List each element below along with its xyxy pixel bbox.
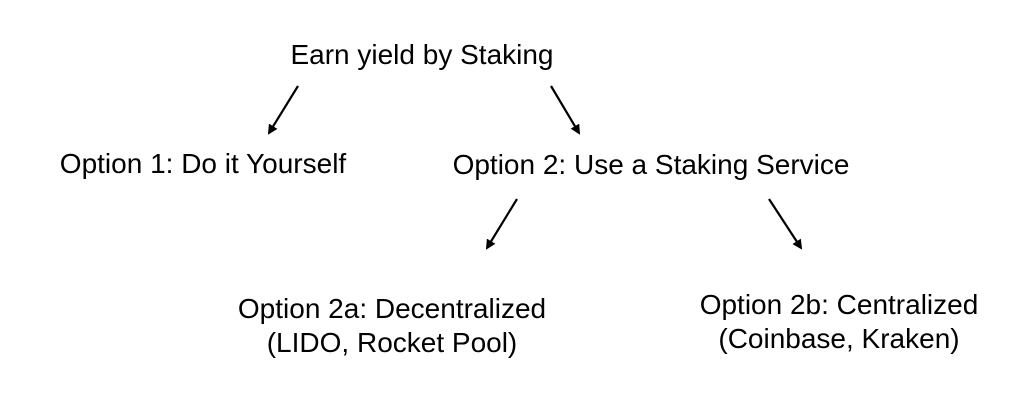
arrow-root-to-option-2: [550, 85, 581, 135]
root-node: Earn yield by Staking: [280, 38, 564, 72]
option-1-node: Option 1: Do it Yourself: [42, 147, 364, 181]
root-label: Earn yield by Staking: [290, 39, 554, 70]
option-2a-title: Option 2a: Decentralized: [237, 293, 547, 324]
option-2-node: Option 2: Use a Staking Service: [436, 148, 866, 182]
arrow-option-2-to-2b: [768, 198, 803, 250]
option-2a-node: Option 2a: Decentralized (LIDO, Rocket P…: [218, 292, 566, 360]
option-1-label: Option 1: Do it Yourself: [59, 148, 347, 179]
option-2b-title: Option 2b: Centralized: [699, 289, 979, 320]
option-2b-examples: (Coinbase, Kraken): [718, 323, 960, 354]
option-2a-examples: (LIDO, Rocket Pool): [266, 327, 518, 358]
option-2-label: Option 2: Use a Staking Service: [452, 149, 850, 180]
option-2b-node: Option 2b: Centralized (Coinbase, Kraken…: [682, 288, 996, 356]
arrow-option-2-to-2a: [485, 198, 518, 250]
arrow-root-to-option-1: [267, 85, 299, 135]
